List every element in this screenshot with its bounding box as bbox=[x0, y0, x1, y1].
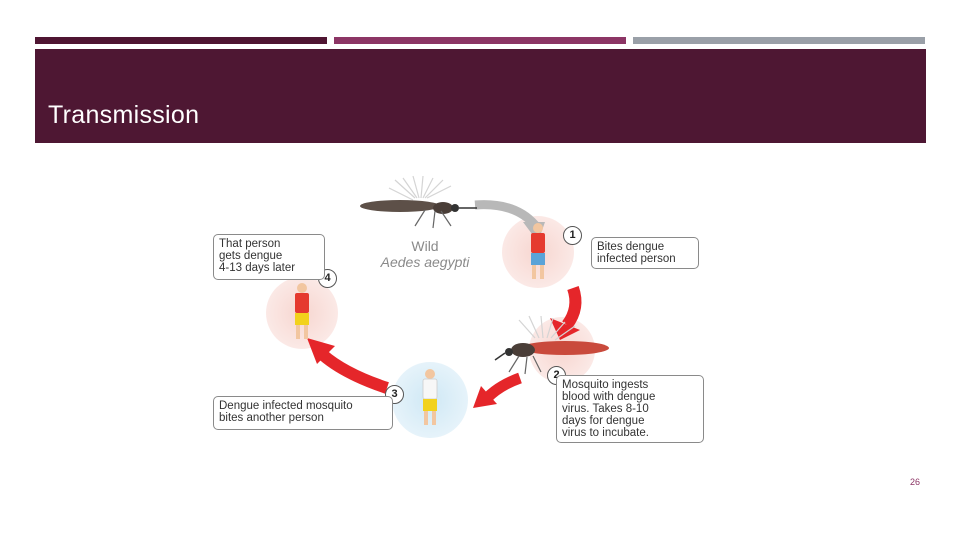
page-number: 26 bbox=[909, 477, 920, 487]
step-1-number: 1 bbox=[563, 226, 582, 245]
mosquito-icon bbox=[494, 315, 609, 375]
step-1-callout: Bites dengue infected person bbox=[591, 237, 699, 269]
wild-label-line1: Wild bbox=[411, 238, 439, 254]
step-3-line: Dengue infected mosquito bbox=[219, 400, 353, 412]
accent-bar-dark bbox=[35, 37, 327, 44]
step-2-line: virus to incubate. bbox=[562, 427, 649, 439]
accent-bar-mid bbox=[334, 37, 626, 44]
step-2-line: virus. Takes 8-10 bbox=[562, 403, 649, 415]
title-band: Transmission bbox=[35, 49, 926, 143]
red-arrow-2-to-3 bbox=[473, 372, 522, 408]
step-4-line: gets dengue bbox=[219, 250, 283, 262]
person-icon bbox=[531, 223, 545, 279]
step-2-callout: Mosquito ingests blood with dengue virus… bbox=[556, 375, 704, 443]
step-4-line: That person bbox=[219, 238, 281, 250]
red-arrow-1-to-2 bbox=[550, 286, 582, 340]
wild-label-line2: Aedes aegypti bbox=[380, 254, 470, 270]
mosquito-icon bbox=[360, 175, 477, 229]
person-icon bbox=[295, 283, 309, 339]
step-1-line: Bites dengue bbox=[597, 241, 665, 253]
red-arrow-3-to-4 bbox=[307, 338, 389, 394]
slide-title: Transmission bbox=[48, 101, 200, 129]
step-1-line: infected person bbox=[597, 253, 676, 265]
step-2-line: blood with dengue bbox=[562, 391, 656, 403]
step-4-callout: That person gets dengue 4-13 days later bbox=[213, 234, 325, 280]
transmission-cycle-diagram: Wild Aedes aegypti 1 Bites dengue infect… bbox=[205, 160, 730, 460]
step-3-callout: Dengue infected mosquito bites another p… bbox=[213, 396, 393, 430]
wild-mosquito-label: Wild Aedes aegypti bbox=[360, 238, 490, 270]
person-icon bbox=[422, 369, 438, 425]
diagram-graphics bbox=[266, 175, 609, 438]
step-2-line: days for dengue bbox=[562, 415, 645, 427]
step-2-line: Mosquito ingests bbox=[562, 379, 649, 391]
step-4-line: 4-13 days later bbox=[219, 262, 296, 274]
accent-bar-gray bbox=[633, 37, 925, 44]
step-3-line: bites another person bbox=[219, 412, 324, 424]
